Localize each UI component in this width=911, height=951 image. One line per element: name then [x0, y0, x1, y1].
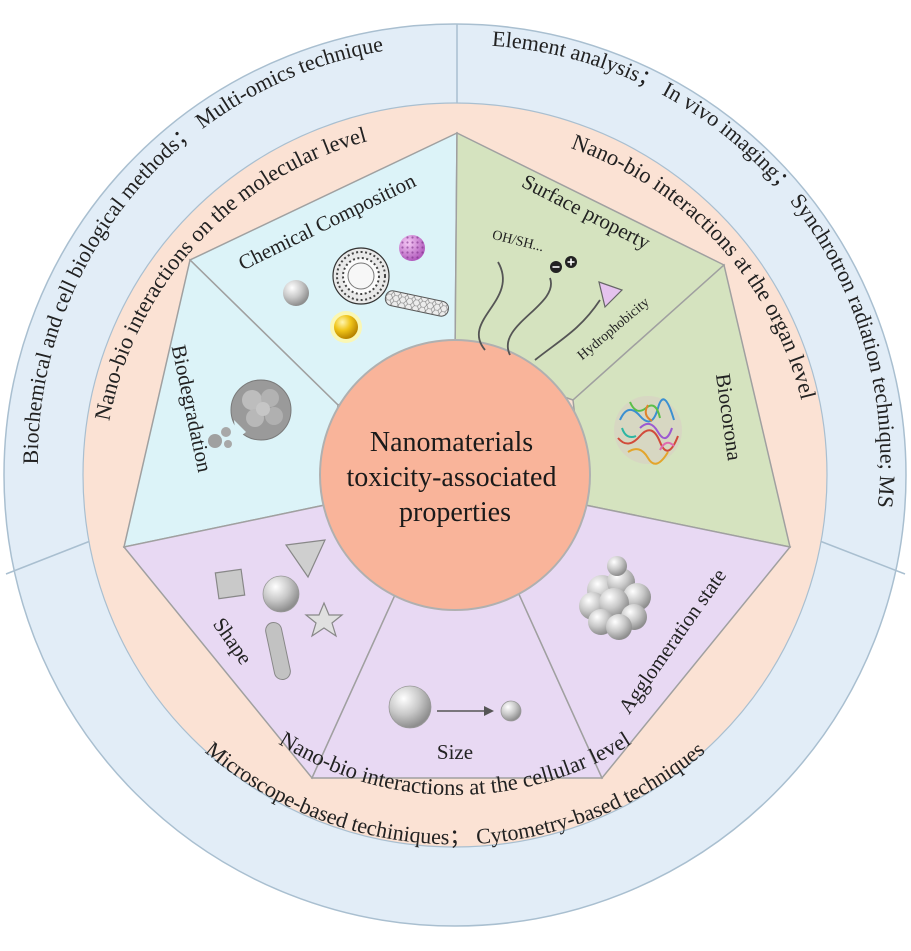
sphere-particle-icon	[262, 575, 300, 613]
center-title: Nanomaterials toxicity-associated proper…	[347, 427, 564, 528]
degrading-particle-icon	[208, 379, 292, 448]
triangle-particle-icon	[284, 539, 326, 579]
small-particle-icon	[500, 700, 522, 722]
star-particle-icon	[304, 601, 344, 638]
center-line-2: toxicity-associated	[347, 462, 557, 493]
size-illustration	[388, 685, 522, 729]
outer-divider-right	[811, 537, 906, 575]
large-particle-icon	[388, 685, 432, 729]
outer-divider-left	[5, 537, 99, 575]
gray-nanoparticle-icon	[283, 280, 309, 306]
chemical-composition-illustration	[283, 235, 449, 343]
agglomerate-icon	[579, 556, 651, 640]
ligand-chain-3	[534, 299, 601, 361]
rod-particle-icon	[265, 621, 291, 681]
gold-nanoparticle-icon	[330, 311, 362, 343]
liposome-icon	[332, 247, 390, 305]
nanotube-icon	[384, 290, 449, 317]
center-circle	[319, 339, 591, 611]
size-label: Size	[437, 740, 473, 764]
positive-charge-icon	[565, 256, 577, 268]
negative-charge-icon	[550, 261, 562, 273]
hydrophobic-triangle-icon	[598, 281, 624, 309]
purple-nanoparticle-icon	[399, 235, 425, 261]
center-line-3: properties	[399, 497, 511, 528]
center-line-1: Nanomaterials	[370, 427, 533, 458]
ligand-chain-2	[506, 277, 552, 356]
surface-property-illustration	[477, 256, 624, 361]
shape-illustration	[214, 539, 344, 681]
protein-corona-icon	[614, 396, 682, 465]
ligand-chain-1	[477, 261, 504, 351]
size-arrow-head-icon	[484, 706, 494, 716]
square-particle-icon	[214, 568, 246, 600]
